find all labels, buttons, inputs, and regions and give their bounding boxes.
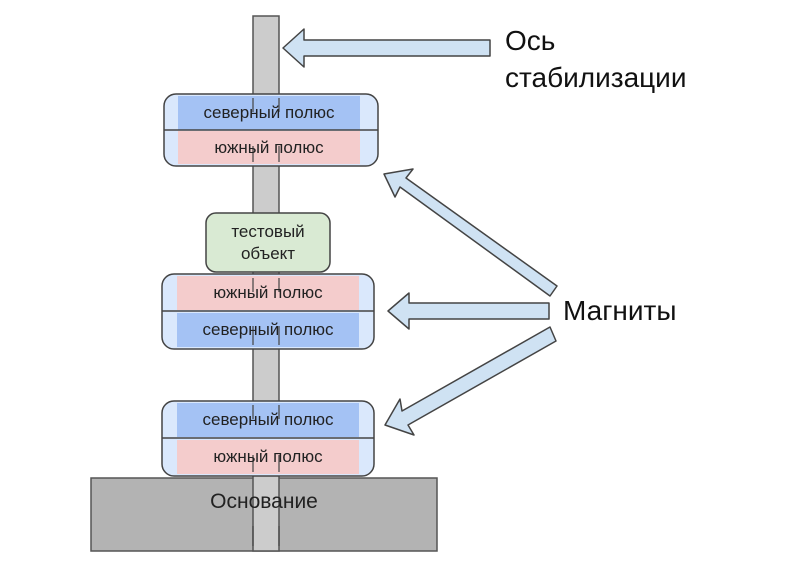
test-object-box xyxy=(205,212,331,273)
axis-label: Ось стабилизации xyxy=(505,22,745,96)
magnet-2-top-pole-label: южный полюс xyxy=(213,283,323,302)
magnet-1-bottom-pole-label: южный полюс xyxy=(214,137,324,157)
magnet-3-south-pole xyxy=(177,440,359,474)
magnet-1 xyxy=(163,93,379,167)
magnet-1-pointer-arrow xyxy=(383,168,558,297)
test-object-label-line2: объект xyxy=(240,243,296,263)
magnet-3 xyxy=(161,400,375,477)
magnet-3-pointer-arrow xyxy=(384,326,557,436)
magnets-label: Магниты xyxy=(563,295,677,326)
magnet-1-south-pole xyxy=(178,131,360,164)
axis-pointer-arrow xyxy=(282,28,491,68)
magnet-2-north-pole xyxy=(177,313,359,347)
axis-label-line2: стабилизации xyxy=(505,62,687,93)
magnet-2 xyxy=(161,273,375,350)
base-label: Основание xyxy=(210,490,318,513)
magnet-2-bottom-pole-label: северный полюс xyxy=(202,320,334,339)
test-object-label: тестовый объект xyxy=(206,213,330,272)
magnet-2-pointer-arrow xyxy=(387,292,550,330)
magnet-3-top-pole-label: северный полюс xyxy=(202,410,334,429)
magnet-3-bottom-pole-label: южный полюс xyxy=(213,447,323,466)
test-object-label-line1: тестовый xyxy=(231,221,305,241)
axis-label-line1: Ось xyxy=(505,25,556,56)
magnet-1-north-pole xyxy=(178,96,360,130)
rod-dashed-guides xyxy=(252,98,280,546)
magnet-1-top-pole-label: северный полюс xyxy=(203,103,335,122)
magnet-3-north-pole xyxy=(177,403,359,437)
magnet-2-south-pole xyxy=(177,276,359,310)
